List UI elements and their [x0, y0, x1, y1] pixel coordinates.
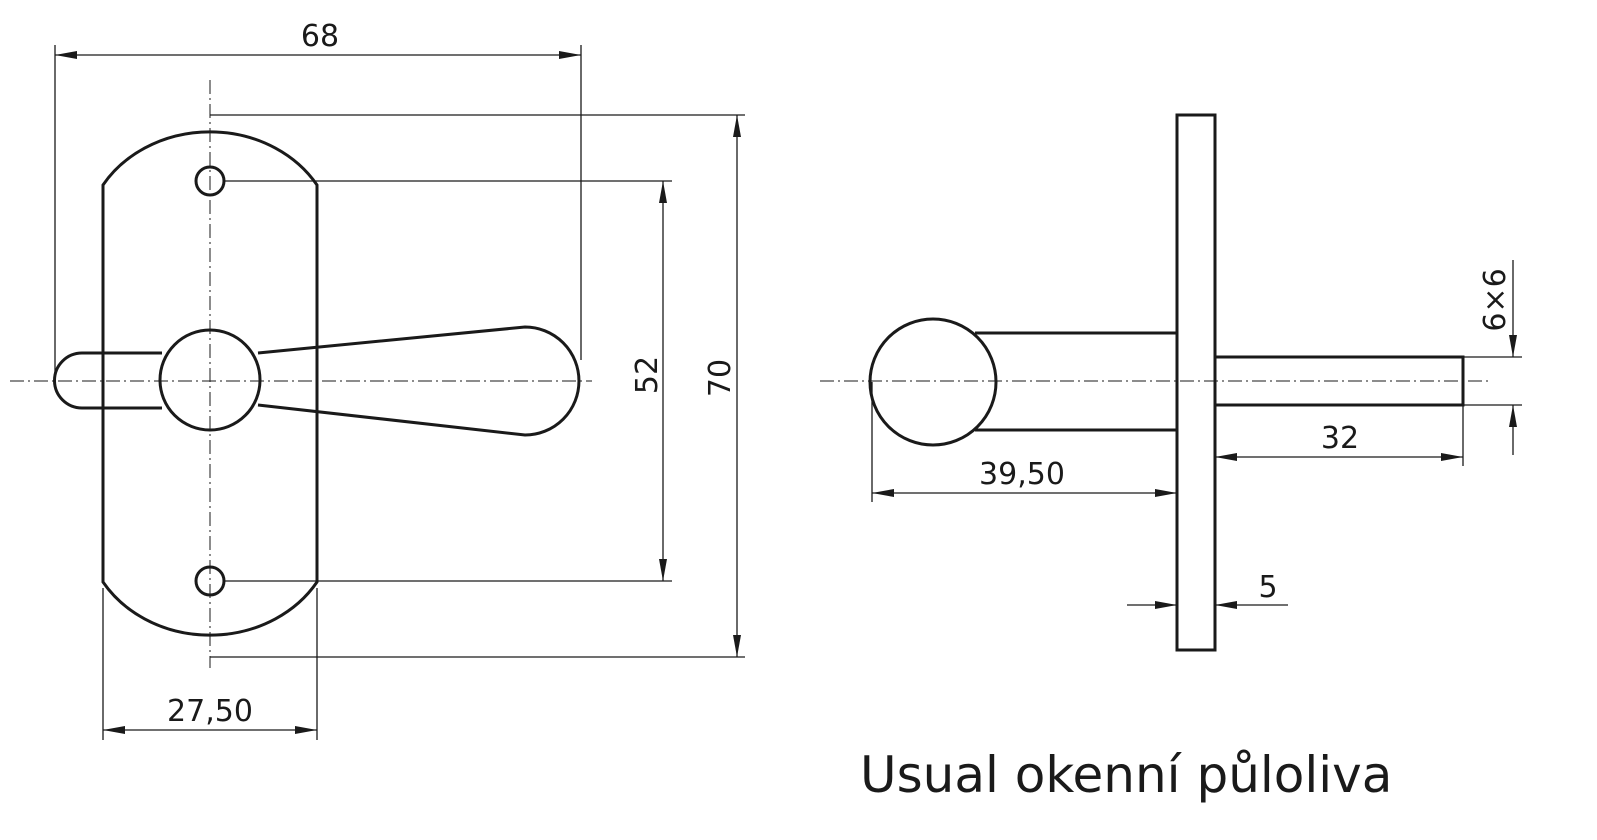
dim-projection: 39,50	[979, 457, 1065, 492]
dim-hole-spacing: 52	[630, 356, 665, 394]
side-plate	[1175, 113, 1217, 652]
drawing-title: Usual okenní půloliva	[860, 746, 1392, 804]
escutcheon-plate	[101, 130, 319, 637]
knob-ball	[868, 317, 998, 447]
dim-plate-thickness: 5	[1258, 570, 1277, 605]
dim-plate-height: 70	[703, 359, 738, 397]
dim-spindle-section: 6×6	[1478, 268, 1513, 331]
side-view: 39,50 32 5 6×6	[820, 113, 1522, 652]
lever-rose	[158, 328, 262, 432]
lever-handle	[257, 325, 581, 437]
dim-spindle-length: 32	[1321, 421, 1359, 456]
lever-stub	[53, 351, 162, 410]
dim-plate-width: 27,50	[167, 694, 253, 729]
dim-overall-width: 68	[301, 19, 339, 54]
front-view: 68 52 70 27,50	[10, 19, 745, 740]
